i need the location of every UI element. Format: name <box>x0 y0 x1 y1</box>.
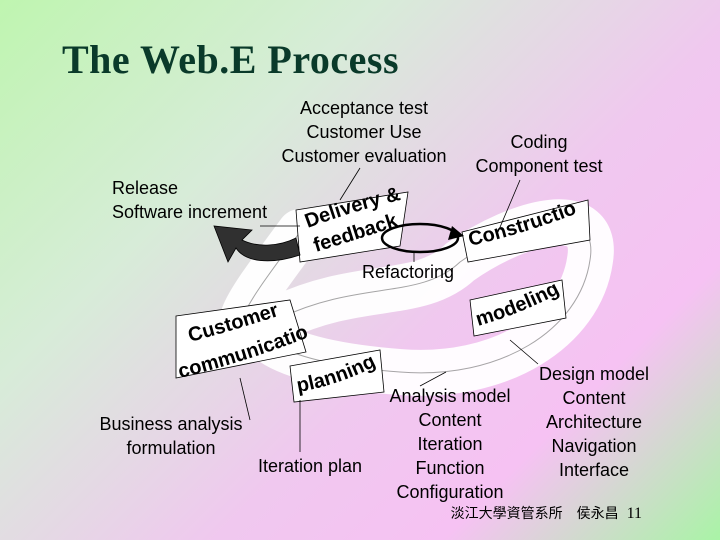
planning-panel <box>289 349 385 403</box>
leader-business <box>239 377 251 421</box>
customer-panel <box>175 299 307 379</box>
release-arrow <box>213 225 301 263</box>
business-analysis-label: Business analysis formulation <box>99 414 243 458</box>
delivery-panel <box>295 191 409 263</box>
leader-acceptance <box>339 167 361 201</box>
refactoring-label: Refactoring <box>362 262 455 282</box>
slide-title: The Web.E Process <box>62 37 400 82</box>
modeling-panel <box>469 279 567 337</box>
footer-org: 淡江大學資管系所 侯永昌 <box>450 505 619 521</box>
construction-panel <box>461 199 591 263</box>
release-label: Release Software increment <box>112 178 268 222</box>
refactoring-loop <box>380 222 460 254</box>
page-number: 11 <box>626 505 642 522</box>
leader-design <box>509 339 539 365</box>
slide-footer: 淡江大學資管系所 侯永昌 11 <box>451 503 642 523</box>
refactoring-arrowhead <box>448 226 464 240</box>
analysis-model-label: Analysis model Content Iteration Functio… <box>389 386 511 502</box>
coding-label: Coding Component test <box>475 132 603 176</box>
leader-analysis <box>419 371 447 387</box>
design-model-label: Design model Content Architecture Naviga… <box>538 364 650 480</box>
leader-coding <box>497 179 521 233</box>
iteration-plan-label: Iteration plan <box>258 456 363 476</box>
acceptance-label: Acceptance test Customer Use Customer ev… <box>281 98 447 166</box>
